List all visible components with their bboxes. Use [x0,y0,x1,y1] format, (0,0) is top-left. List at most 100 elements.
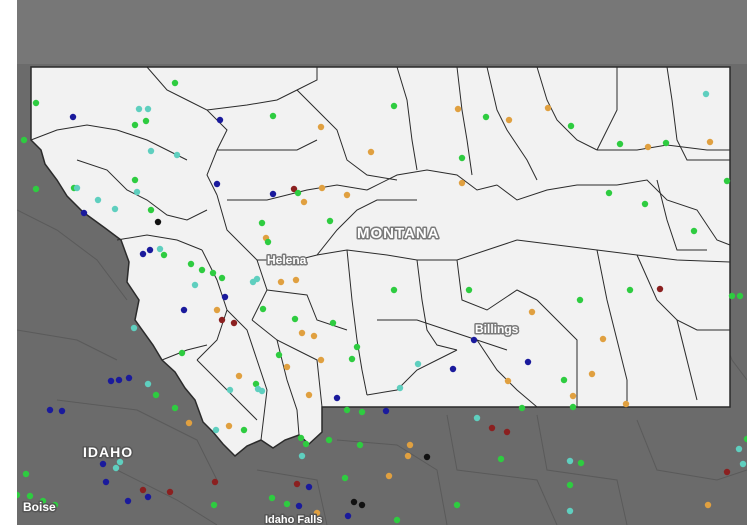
station-dot-navy[interactable] [102,478,110,486]
station-dot-green[interactable] [577,459,585,467]
station-dot-green[interactable] [142,117,150,125]
station-dot-orange[interactable] [313,509,321,517]
station-dot-orange[interactable] [706,138,714,146]
station-dot-orange[interactable] [505,116,513,124]
station-dot-teal[interactable] [566,507,574,515]
station-dot-darkred[interactable] [139,486,147,494]
station-dot-orange[interactable] [213,306,221,314]
station-dot-orange[interactable] [185,419,193,427]
station-dot-teal[interactable] [702,90,710,98]
station-dot-green[interactable] [147,206,155,214]
station-dot-green[interactable] [393,516,401,524]
station-dot-green[interactable] [560,376,568,384]
station-dot-teal[interactable] [253,275,261,283]
station-dot-navy[interactable] [295,502,303,510]
station-dot-green[interactable] [131,176,139,184]
station-dot-navy[interactable] [125,374,133,382]
station-dot-green[interactable] [297,434,305,442]
station-dot-teal[interactable] [116,458,124,466]
station-dot-teal[interactable] [173,151,181,159]
station-dot-black[interactable] [350,498,358,506]
station-dot-black[interactable] [423,453,431,461]
station-dot-green[interactable] [198,266,206,274]
station-dot-navy[interactable] [99,460,107,468]
station-dot-orange[interactable] [292,276,300,284]
station-dot-green[interactable] [294,189,302,197]
station-dot-teal[interactable] [735,445,743,453]
station-dot-green[interactable] [325,436,333,444]
station-dot-green[interactable] [268,494,276,502]
station-dot-green[interactable] [218,274,226,282]
station-dot-orange[interactable] [458,179,466,187]
station-dot-green[interactable] [283,500,291,508]
station-dot-navy[interactable] [305,483,313,491]
station-dot-darkred[interactable] [723,468,731,476]
station-dot-green[interactable] [160,251,168,259]
station-dot-teal[interactable] [396,384,404,392]
station-dot-darkred[interactable] [656,285,664,293]
station-dot-orange[interactable] [622,400,630,408]
station-dot-teal[interactable] [130,324,138,332]
station-dot-green[interactable] [17,491,21,499]
station-dot-green[interactable] [497,455,505,463]
map-view[interactable]: MONTANA Helena Billings IDAHO Boise Idah… [17,0,747,525]
station-dot-green[interactable] [390,286,398,294]
station-dot-green[interactable] [210,501,218,509]
station-dot-teal[interactable] [94,196,102,204]
station-dot-teal[interactable] [135,105,143,113]
station-dot-green[interactable] [743,435,747,443]
station-dot-orange[interactable] [310,332,318,340]
station-dot-teal[interactable] [156,245,164,253]
station-dot-navy[interactable] [470,336,478,344]
station-dot-navy[interactable] [344,512,352,520]
station-dot-navy[interactable] [144,493,152,501]
station-dot-navy[interactable] [524,358,532,366]
station-dot-orange[interactable] [277,278,285,286]
station-dot-green[interactable] [275,351,283,359]
station-dot-darkred[interactable] [488,424,496,432]
station-dot-green[interactable] [259,305,267,313]
station-dot-green[interactable] [22,470,30,478]
station-dot-teal[interactable] [147,147,155,155]
station-dot-darkred[interactable] [503,428,511,436]
station-dot-green[interactable] [390,102,398,110]
station-dot-green[interactable] [32,185,40,193]
station-dot-green[interactable] [723,177,731,185]
station-dot-orange[interactable] [544,104,552,112]
station-dot-orange[interactable] [235,372,243,380]
station-dot-green[interactable] [465,286,473,294]
station-dot-green[interactable] [356,441,364,449]
station-dot-green[interactable] [171,79,179,87]
station-dot-navy[interactable] [221,293,229,301]
station-dot-navy[interactable] [58,407,66,415]
station-dot-green[interactable] [341,474,349,482]
station-dot-green[interactable] [482,113,490,121]
station-dot-green[interactable] [353,343,361,351]
station-dot-green[interactable] [605,189,613,197]
station-dot-teal[interactable] [191,281,199,289]
station-dot-orange[interactable] [454,105,462,113]
station-dot-green[interactable] [458,154,466,162]
station-dot-orange[interactable] [318,184,326,192]
station-dot-navy[interactable] [269,190,277,198]
station-dot-orange[interactable] [528,308,536,316]
station-dot-green[interactable] [329,319,337,327]
station-dot-teal[interactable] [414,360,422,368]
station-dot-black[interactable] [358,501,366,509]
station-dot-navy[interactable] [333,394,341,402]
station-dot-green[interactable] [690,227,698,235]
station-dot-green[interactable] [728,292,736,300]
station-dot-orange[interactable] [283,363,291,371]
station-dot-green[interactable] [171,404,179,412]
station-dot-darkred[interactable] [218,316,226,324]
station-dot-green[interactable] [131,121,139,129]
station-dot-orange[interactable] [300,198,308,206]
station-dot-orange[interactable] [406,441,414,449]
station-dot-green[interactable] [736,292,744,300]
station-dot-navy[interactable] [115,376,123,384]
station-dot-green[interactable] [20,136,28,144]
station-dot-orange[interactable] [599,335,607,343]
station-dot-green[interactable] [343,406,351,414]
station-dot-navy[interactable] [124,497,132,505]
station-dot-orange[interactable] [298,329,306,337]
